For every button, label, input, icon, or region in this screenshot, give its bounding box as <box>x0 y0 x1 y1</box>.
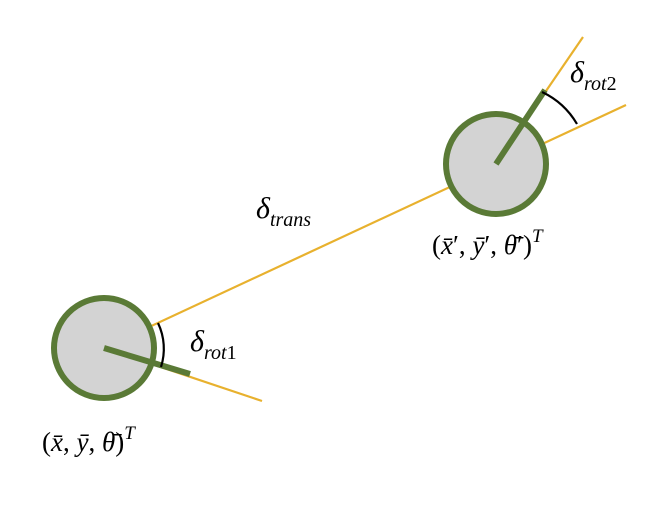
rot2-angle-arc <box>541 91 578 125</box>
delta-trans-label: δtrans <box>256 192 311 231</box>
end-robot <box>443 88 549 217</box>
start-robot-heading <box>103 345 191 377</box>
start-pose-label: (x̄, ȳ, θ̄)T <box>42 423 136 457</box>
translation-line <box>103 104 627 349</box>
delta-rot2-label: δrot2 <box>570 56 617 95</box>
delta-rot1-label: δrot1 <box>190 325 237 364</box>
start-robot <box>51 295 191 401</box>
end-pose-label: (x̄′, ȳ′, θ̄′)T <box>432 226 544 260</box>
end-robot-heading <box>493 88 548 166</box>
rot1-angle-arc <box>157 322 165 368</box>
